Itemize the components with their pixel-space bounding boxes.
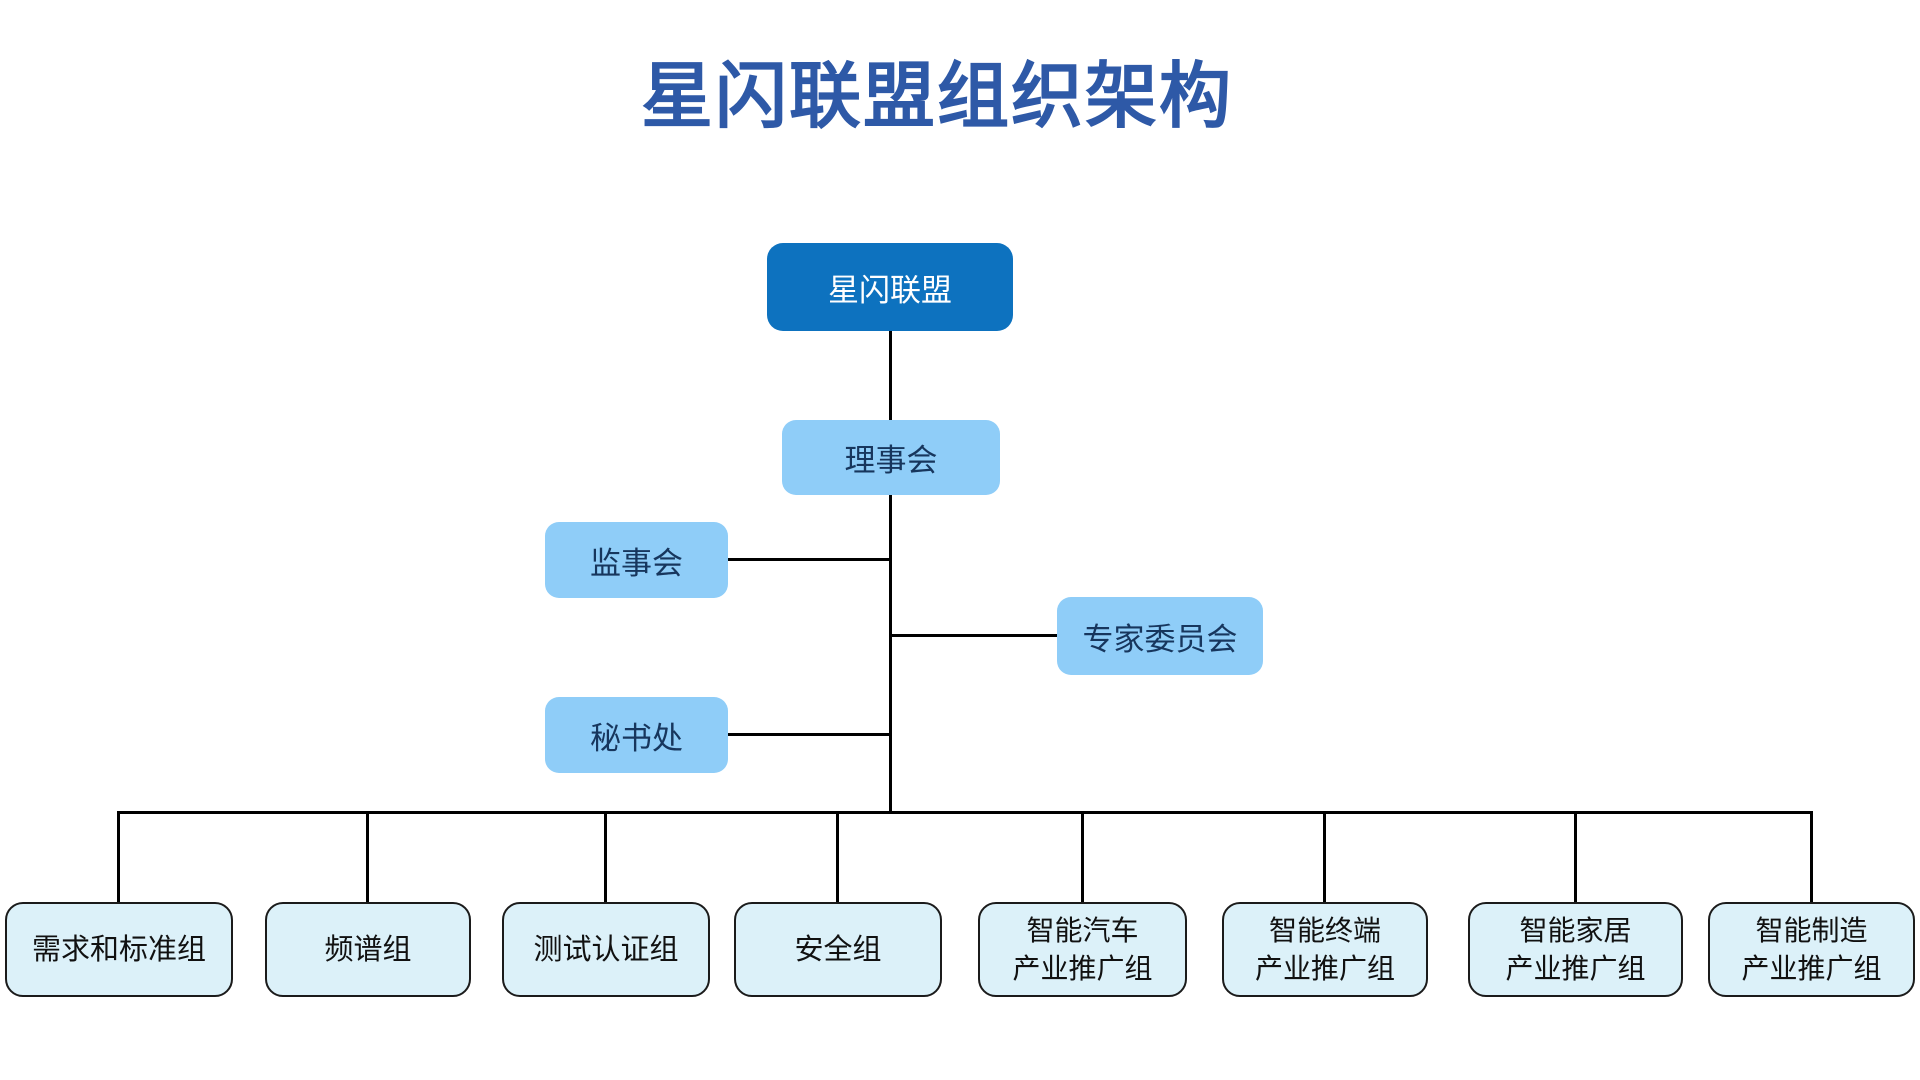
connector-drop-6 <box>1323 811 1326 903</box>
connector-drop-2 <box>366 811 369 903</box>
group-label: 需求和标准组 <box>31 933 206 966</box>
connector-drop-1 <box>117 811 120 903</box>
connector-drop-4 <box>836 811 839 903</box>
group-label-line2: 产业推广组 <box>1254 952 1395 984</box>
page-title: 星闪联盟组织架构 <box>640 57 1233 137</box>
connector-secretariat <box>728 733 891 736</box>
connector-drop-5 <box>1081 811 1084 903</box>
org-node-group-smart-home: 智能家居 产业推广组 <box>1468 902 1683 997</box>
org-node-secretariat-label: 秘书处 <box>590 720 683 756</box>
org-node-experts-label: 专家委员会 <box>1082 621 1238 657</box>
group-label-line1: 智能制造 <box>1755 914 1868 946</box>
org-node-supervisors: 监事会 <box>545 522 728 598</box>
group-label-line2: 产业推广组 <box>1741 952 1882 984</box>
group-label: 安全组 <box>794 933 882 966</box>
group-label-line1: 智能家居 <box>1519 914 1632 946</box>
connector-supervisors <box>728 558 891 561</box>
org-node-council: 理事会 <box>782 420 1000 495</box>
connector-drop-7 <box>1574 811 1577 903</box>
group-label: 频谱组 <box>324 933 412 966</box>
connector-drop-3 <box>604 811 607 903</box>
connector-trunk <box>889 495 892 814</box>
org-node-group-test-certification: 测试认证组 <box>502 902 710 997</box>
group-label: 测试认证组 <box>533 933 679 966</box>
org-node-group-requirements-standards: 需求和标准组 <box>5 902 233 997</box>
group-label-line2: 产业推广组 <box>1012 952 1153 984</box>
connector-groups-bus <box>118 811 1813 814</box>
org-node-root-label: 星闪联盟 <box>828 272 952 308</box>
org-node-group-smart-terminal: 智能终端 产业推广组 <box>1222 902 1428 997</box>
org-node-root: 星闪联盟 <box>767 243 1013 331</box>
org-node-council-label: 理事会 <box>844 443 938 478</box>
org-node-group-spectrum: 频谱组 <box>265 902 471 997</box>
org-node-group-security: 安全组 <box>734 902 942 997</box>
org-node-supervisors-label: 监事会 <box>590 545 683 581</box>
group-label-line1: 智能终端 <box>1268 914 1381 946</box>
org-node-experts: 专家委员会 <box>1057 597 1263 675</box>
group-label-line1: 智能汽车 <box>1026 914 1139 946</box>
connector-experts <box>889 634 1057 637</box>
connector-root-to-council <box>889 331 892 421</box>
org-node-secretariat: 秘书处 <box>545 697 728 773</box>
org-node-group-smart-car: 智能汽车 产业推广组 <box>978 902 1187 997</box>
org-node-group-smart-manufacturing: 智能制造 产业推广组 <box>1708 902 1915 997</box>
group-label-line2: 产业推广组 <box>1505 952 1646 984</box>
connector-drop-8 <box>1810 811 1813 903</box>
